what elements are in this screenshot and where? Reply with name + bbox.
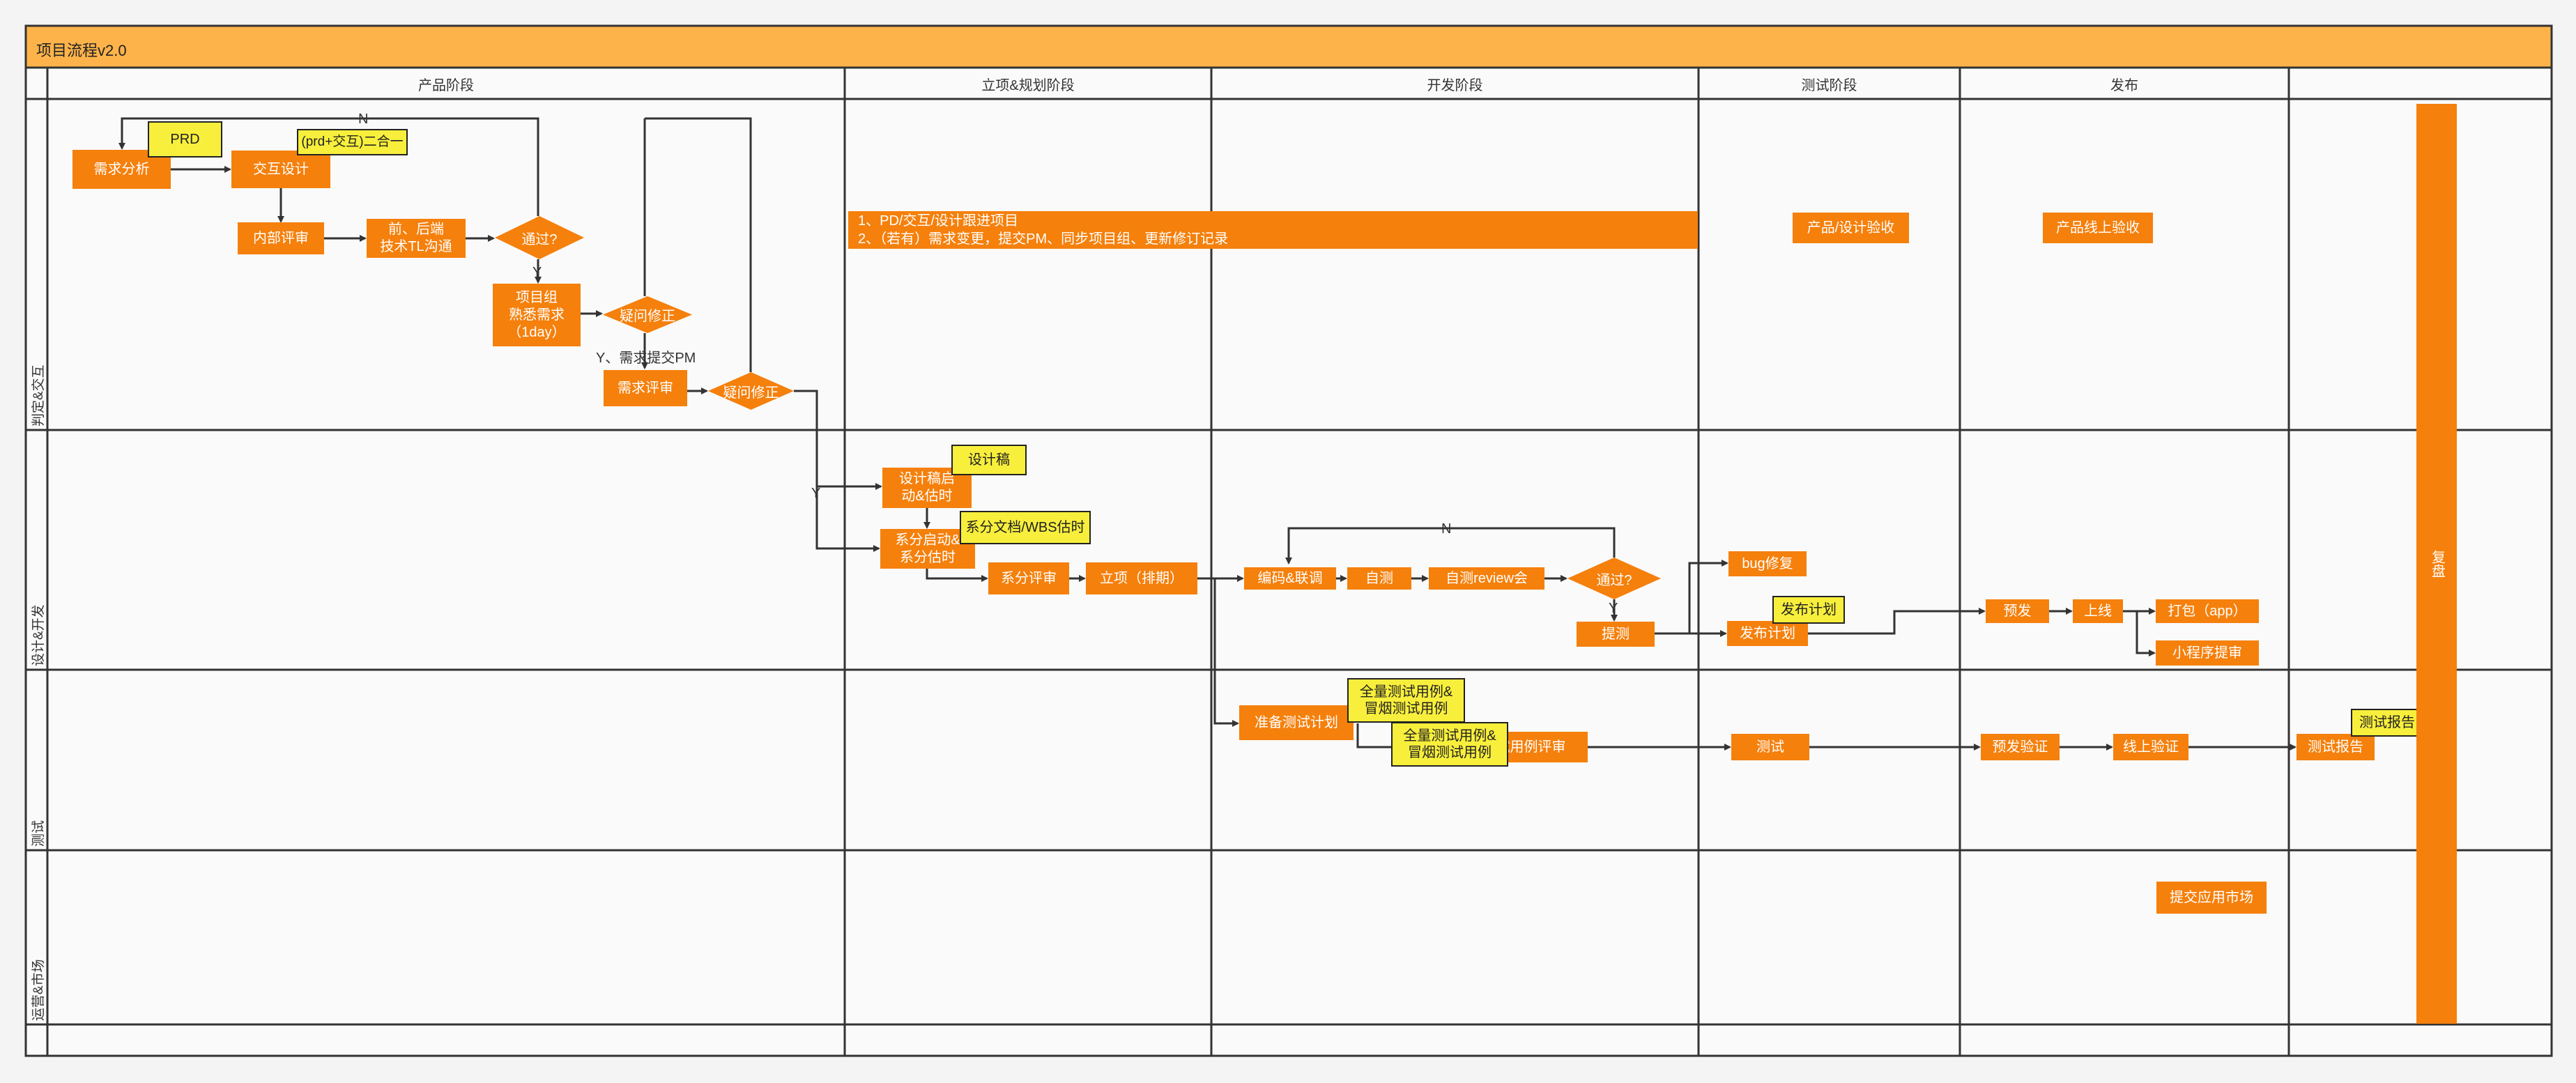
arrow-loop-no-2 — [1285, 527, 1616, 564]
decision-question-fix-2-label: 疑问修正 — [723, 385, 779, 401]
node-test-report[interactable]: 测试报告 — [2297, 734, 2375, 760]
node-design-start-line1: 设计稿启 — [899, 471, 955, 486]
node-design-start-line2: 动&估时 — [901, 489, 953, 504]
arrow-to-sys-start — [794, 390, 880, 552]
label-no: N — [358, 112, 369, 127]
node-interaction-design[interactable]: 交互设计 — [231, 151, 330, 188]
doc-cases-1[interactable]: 全量测试用例& 冒烟测试用例 — [1347, 678, 1465, 723]
phase-testing: 测试阶段 — [1801, 77, 1857, 93]
node-familiarize[interactable]: 项目组 熟悉需求 （1day） — [493, 284, 581, 346]
label-yes-3: Y — [1609, 601, 1618, 616]
doc-cases-2-line2: 冒烟测试用例 — [1408, 745, 1492, 760]
node-product-accept[interactable]: 产品/设计验收 — [1793, 213, 1909, 243]
arrow-loop-no — [118, 117, 539, 216]
node-fe-be-sync-line1: 前、后端 — [388, 222, 444, 237]
node-fe-be-sync-line2: 技术TL沟通 — [380, 239, 452, 254]
diagram-title: 项目流程v2.0 — [36, 42, 127, 59]
decision-pass-1-label: 通过? — [521, 231, 558, 247]
node-app-market[interactable]: 提交应用市场 — [2156, 882, 2267, 914]
label-yes-1: Y — [532, 265, 542, 280]
node-online-accept[interactable]: 产品线上验收 — [2043, 213, 2153, 243]
lane-testing: 测试 — [31, 820, 46, 847]
lane-operations: 运营&市场 — [31, 959, 46, 1021]
decision-question-fix-1-label: 疑问修正 — [620, 309, 675, 324]
doc-sys[interactable]: 系分文档/WBS估时 — [960, 511, 1091, 544]
doc-cases-2-line1: 全量测试用例& — [1403, 728, 1496, 744]
lane-decision: 判定&交互 — [31, 364, 46, 427]
node-familiarize-line2: 熟悉需求 — [509, 307, 565, 323]
label-no-2: N — [1441, 521, 1452, 537]
doc-design[interactable]: 设计稿 — [951, 445, 1027, 475]
doc-cases-2[interactable]: 全量测试用例& 冒烟测试用例 — [1391, 722, 1508, 767]
node-sys-start-line2: 系分估时 — [900, 549, 956, 565]
node-familiarize-line1: 项目组 — [516, 289, 558, 305]
node-self-review[interactable]: 自测review会 — [1429, 567, 1544, 590]
node-project-setup[interactable]: 立项（排期） — [1086, 562, 1197, 594]
doc-cases-1-line2: 冒烟测试用例 — [1364, 701, 1448, 716]
arrow-setup-to-test-plan — [1213, 578, 1239, 727]
node-submit-test[interactable]: 提测 — [1577, 622, 1655, 647]
node-online-verify[interactable]: 线上验证 — [2113, 734, 2188, 760]
node-fe-be-sync[interactable]: 前、后端 技术TL沟通 — [367, 219, 466, 258]
node-sys-start-line1: 系分启动& — [895, 532, 960, 548]
node-retro[interactable]: 复盘 — [2416, 104, 2457, 1024]
note-follow-up-line2: 2、（若有）需求变更，提交PM、同步项目组、更新修订记录 — [858, 231, 1229, 247]
phase-extra — [2289, 68, 2552, 99]
doc-release-plan[interactable]: 发布计划 — [1772, 596, 1845, 624]
lane-design-dev: 设计&开发 — [31, 604, 46, 666]
node-package-app[interactable]: 打包（app） — [2156, 599, 2259, 623]
node-internal-review[interactable]: 内部评审 — [238, 222, 324, 254]
doc-test-report[interactable]: 测试报告 — [2351, 709, 2423, 737]
node-req-review[interactable]: 需求评审 — [604, 370, 687, 406]
phase-development: 开发阶段 — [1427, 77, 1483, 93]
phase-product: 产品阶段 — [418, 77, 474, 93]
node-bug-fix[interactable]: bug修复 — [1728, 551, 1807, 576]
decision-pass-2-label: 通过? — [1596, 572, 1632, 588]
node-testing[interactable]: 测试 — [1731, 734, 1809, 760]
phase-planning: 立项&规划阶段 — [981, 77, 1075, 93]
doc-cases-1-line1: 全量测试用例& — [1359, 684, 1453, 700]
node-retro-label: 复盘 — [2429, 550, 2445, 578]
node-go-live[interactable]: 上线 — [2073, 599, 2123, 623]
phase-release: 发布 — [2110, 77, 2138, 93]
doc-prd[interactable]: PRD — [148, 121, 222, 158]
node-sys-start[interactable]: 系分启动& 系分估时 — [880, 529, 975, 569]
note-follow-up: 1、PD/交互/设计跟进项目 2、（若有）需求变更，提交PM、同步项目组、更新修… — [848, 211, 1698, 249]
node-familiarize-line3: （1day） — [507, 324, 566, 340]
label-yes-2: Y — [811, 486, 821, 501]
node-coding[interactable]: 编码&联调 — [1244, 567, 1336, 590]
label-yes-submit-pm: Y、需求提交PM — [596, 351, 696, 366]
doc-prd-combo[interactable]: (prd+交互)二合一 — [297, 129, 408, 155]
node-pre-release[interactable]: 预发 — [1986, 599, 2049, 623]
node-release-plan[interactable]: 发布计划 — [1727, 621, 1808, 646]
note-follow-up-line1: 1、PD/交互/设计跟进项目 — [858, 213, 1019, 229]
node-sys-review[interactable]: 系分评审 — [988, 562, 1069, 594]
node-mini-program[interactable]: 小程序提审 — [2156, 640, 2259, 666]
node-pre-verify[interactable]: 预发验证 — [1981, 734, 2060, 760]
node-test-plan[interactable]: 准备测试计划 — [1239, 705, 1354, 740]
node-self-test[interactable]: 自测 — [1347, 567, 1411, 590]
title-bar-bg — [24, 24, 2553, 69]
